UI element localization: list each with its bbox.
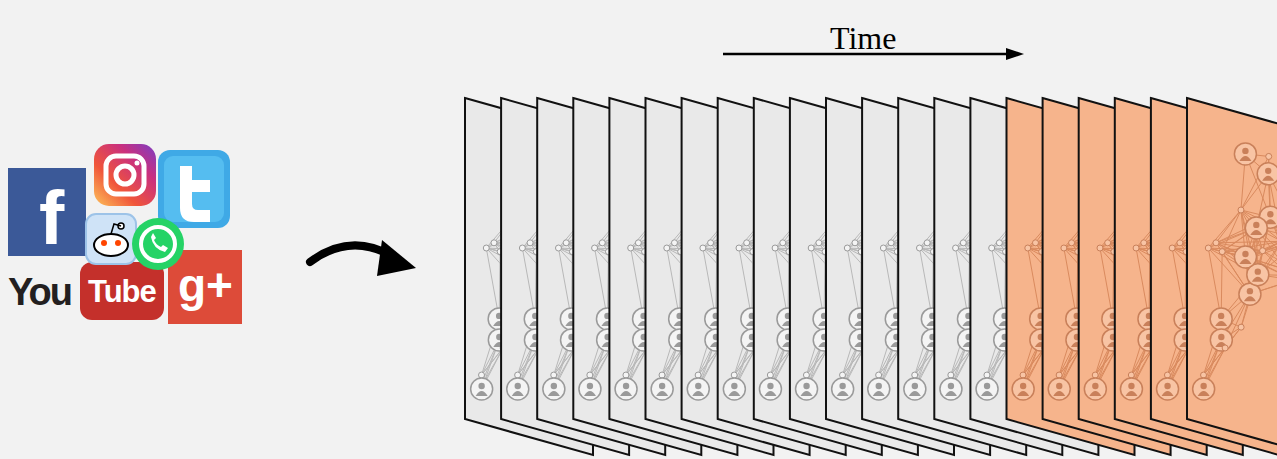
person-node: [651, 378, 673, 400]
person-head: [803, 383, 809, 389]
person-head: [587, 383, 593, 389]
whatsapp-bubble: [141, 227, 175, 261]
small-node: [592, 245, 598, 251]
small-node: [623, 372, 629, 378]
network-link: [734, 348, 756, 375]
arrow-head: [377, 240, 416, 276]
person-node: [832, 378, 854, 400]
instagram-lens: [116, 166, 134, 184]
person-body: [512, 391, 524, 396]
network-link: [843, 348, 865, 375]
person-body: [764, 391, 776, 396]
small-node: [736, 245, 742, 251]
person-head: [731, 383, 737, 389]
small-node: [515, 372, 521, 378]
network-link: [626, 348, 648, 375]
small-node: [731, 372, 737, 378]
network-link: [770, 348, 792, 375]
small-node: [816, 240, 822, 246]
small-node: [852, 240, 858, 246]
small-node: [708, 240, 714, 246]
twitter-t: [180, 166, 210, 222]
person-head: [515, 383, 521, 389]
reddit-eye: [101, 240, 107, 246]
instagram-camera: [106, 156, 144, 194]
small-node: [695, 372, 701, 378]
person-head: [478, 383, 484, 389]
instagram-logo: [94, 144, 156, 206]
person-node: [759, 378, 781, 400]
small-node: [767, 372, 773, 378]
small-node: [587, 372, 593, 378]
small-node: [659, 372, 665, 378]
time-arrow-head: [1006, 48, 1024, 60]
reddit-eye: [115, 240, 121, 246]
twitter-logo-inner: [164, 156, 224, 222]
small-node: [772, 245, 778, 251]
network-link: [590, 348, 612, 375]
twitter-logo: [158, 150, 230, 228]
reddit-antenna-line: [111, 224, 121, 234]
small-node: [491, 240, 497, 246]
person-node: [543, 378, 565, 400]
person-body: [476, 391, 488, 396]
whatsapp-logo: [132, 218, 184, 270]
small-node: [700, 245, 706, 251]
person-head: [767, 383, 773, 389]
small-node: [840, 372, 846, 378]
reddit-head: [94, 234, 128, 256]
small-node: [780, 240, 786, 246]
person-head: [695, 383, 701, 389]
person-node: [579, 378, 601, 400]
network-link: [482, 348, 504, 375]
small-node: [519, 245, 525, 251]
small-node: [551, 372, 557, 378]
instagram-dot: [135, 161, 140, 166]
small-node: [479, 372, 485, 378]
person-node: [615, 378, 637, 400]
person-body: [584, 391, 596, 396]
small-node: [563, 240, 569, 246]
person-body: [728, 391, 740, 396]
person-head: [623, 383, 629, 389]
reddit-logo: [86, 214, 136, 264]
person-head: [659, 383, 665, 389]
network-link: [698, 348, 720, 375]
person-body: [837, 391, 849, 396]
person-node: [796, 378, 818, 400]
small-node: [803, 372, 809, 378]
network-link: [806, 348, 828, 375]
small-node: [599, 240, 605, 246]
whatsapp-phone: [151, 233, 168, 252]
person-node: [723, 378, 745, 400]
small-node: [635, 240, 641, 246]
small-node: [844, 245, 850, 251]
small-node: [671, 240, 677, 246]
youtube-logo: [80, 262, 164, 320]
person-body: [656, 391, 668, 396]
person-head: [551, 383, 557, 389]
googleplus-logo: [168, 250, 242, 324]
person-body: [692, 391, 704, 396]
small-node: [744, 240, 750, 246]
small-node: [808, 245, 814, 251]
network-link: [662, 348, 684, 375]
small-node: [527, 240, 533, 246]
person-node: [471, 378, 493, 400]
small-node: [483, 245, 489, 251]
person-body: [548, 391, 560, 396]
person-node: [687, 378, 709, 400]
network-link: [518, 348, 540, 375]
person-node: [507, 378, 529, 400]
network-link: [554, 348, 576, 375]
small-node: [664, 245, 670, 251]
person-head: [839, 383, 845, 389]
small-node: [628, 245, 634, 251]
small-node: [555, 245, 561, 251]
person-body: [620, 391, 632, 396]
facebook-logo: [8, 168, 86, 256]
person-body: [801, 391, 813, 396]
